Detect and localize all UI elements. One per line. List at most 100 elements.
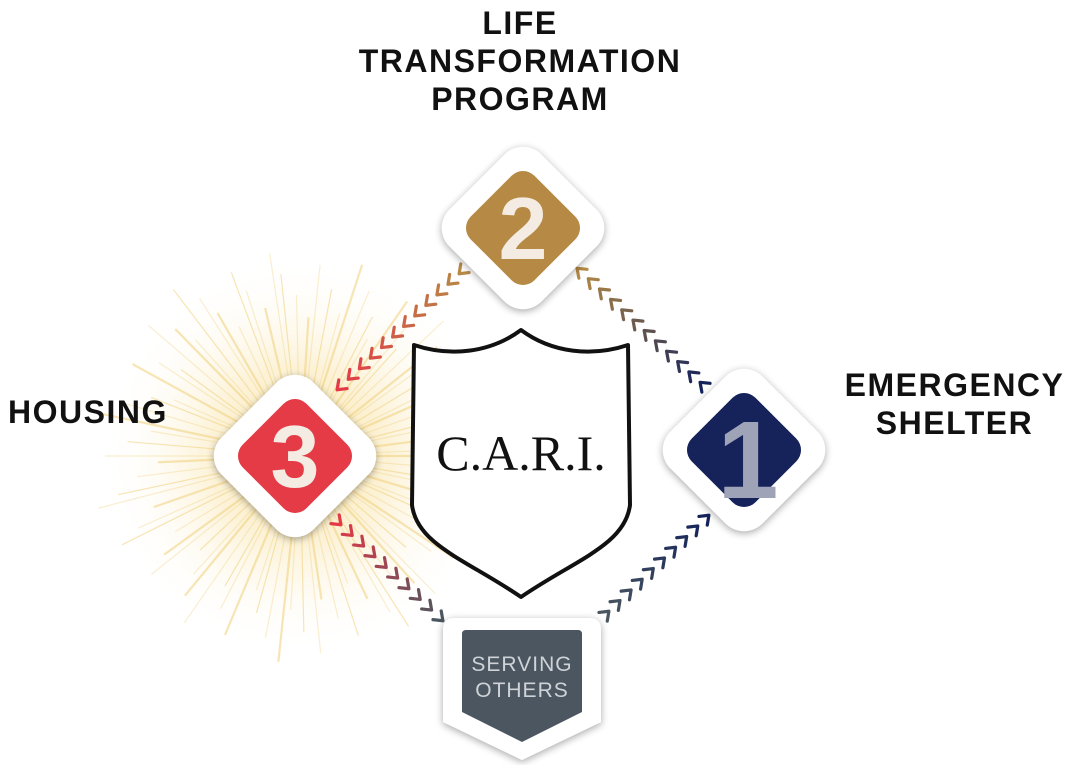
chevron-3-to-serving (386, 566, 400, 580)
serving-others-line-2: OTHERS (475, 679, 569, 702)
chevron-1-to-2 (575, 266, 589, 280)
burst-ray (174, 328, 263, 418)
chevron-2-to-3 (424, 293, 438, 307)
chevron-1-to-2 (597, 287, 612, 301)
chevron-3-to-serving (329, 513, 343, 527)
burst-ray (158, 362, 255, 427)
chevron-3-to-serving (420, 598, 434, 612)
chevron-3-to-serving (431, 609, 445, 623)
chevron-3-to-serving (397, 577, 411, 591)
label-emergency-line-2: SHELTER (875, 405, 1034, 441)
burst-ray (173, 289, 268, 413)
chevron-1-to-2 (620, 308, 634, 322)
cari-shield: C.A.R.I. (410, 328, 632, 599)
burst-ray (312, 509, 339, 619)
step-1-node: 1 (662, 368, 826, 532)
chevron-2-to-3 (335, 378, 349, 392)
label-life-line-1: LIFE (482, 5, 558, 41)
chevron-3-to-serving (408, 587, 422, 602)
burst-ray (132, 363, 253, 431)
label-emergency-shelter: EMERGENCY SHELTER (832, 366, 1077, 442)
chevron-serving-to-1 (652, 556, 667, 570)
burst-ray (184, 497, 266, 597)
burst-ray (223, 506, 280, 636)
burst-ray (216, 312, 274, 409)
chevron-3-to-serving (352, 534, 366, 548)
chevron-2-to-3 (368, 346, 382, 360)
chevron-3-to-serving (340, 523, 354, 538)
chevron-serving-to-1 (675, 534, 689, 548)
burst-ray (315, 264, 364, 405)
burst-ray (341, 491, 407, 548)
burst-ray (195, 339, 264, 416)
chevron-serving-to-1 (608, 598, 622, 612)
burst-ray (336, 348, 397, 416)
label-housing-text: HOUSING (8, 394, 168, 430)
step-2-node: 2 (441, 146, 605, 310)
burst-ray (148, 325, 259, 421)
chevron-2-to-3 (457, 262, 471, 276)
chevron-serving-to-1 (664, 545, 678, 559)
chevron-serving-to-1 (686, 524, 700, 538)
shield-text: C.A.R.I. (436, 425, 605, 481)
burst-ray (324, 316, 374, 408)
burst-ray (318, 507, 349, 584)
burst-ray (180, 369, 256, 425)
burst-ray (138, 477, 250, 529)
chevron-2-to-3 (446, 272, 460, 286)
chevron-2-to-3 (413, 304, 427, 318)
burst-ray (305, 510, 322, 653)
label-housing: HOUSING (8, 393, 188, 431)
step-2-number: 2 (499, 179, 548, 278)
burst-ray (220, 504, 276, 609)
burst-ray (193, 496, 264, 575)
burst-ray (230, 272, 282, 405)
chevron-2-to-3 (391, 325, 405, 339)
burst-ray (335, 496, 416, 584)
burst-ray (339, 320, 444, 419)
burst-ray (150, 489, 258, 575)
chevron-1-to-2 (687, 370, 701, 384)
burst-ray (326, 338, 369, 409)
burst-ray (316, 508, 359, 636)
chevron-serving-to-1 (619, 588, 633, 602)
chevron-2-to-3 (435, 283, 449, 297)
label-life-line-3: PROGRAM (431, 81, 609, 117)
chevron-3-to-serving (374, 555, 388, 570)
chevron-1-to-2 (642, 328, 656, 342)
burst-ray (338, 494, 436, 595)
step-1-number: 1 (717, 399, 778, 522)
serving-others-node: SERVING OTHERS (443, 618, 601, 760)
chevron-2-to-3 (379, 336, 394, 350)
burst-ray (344, 365, 425, 425)
label-life-transformation-program: LIFE TRANSFORMATION PROGRAM (320, 4, 720, 118)
chevron-serving-to-1 (641, 566, 655, 580)
burst-ray (326, 503, 391, 613)
chevron-serving-to-1 (697, 513, 711, 527)
chevron-2-to-3 (357, 357, 371, 371)
burst-ray (199, 493, 261, 551)
chevron-1-to-2 (698, 380, 712, 394)
burst-ray (345, 485, 455, 559)
chevron-serving-to-1 (630, 577, 644, 591)
chevron-1-to-2 (586, 277, 600, 291)
chevron-2-to-3 (402, 314, 416, 329)
chevron-1-to-2 (631, 318, 645, 332)
burst-ray (320, 290, 370, 406)
burst-ray (329, 502, 410, 627)
label-emergency-line-1: EMERGENCY (844, 367, 1065, 403)
burst-ray (121, 480, 252, 546)
burst-ray (344, 487, 432, 552)
chevron-1-to-2 (676, 359, 690, 374)
step-3-node: 3 (213, 374, 377, 538)
burst-ray (98, 469, 247, 509)
burst-ray (334, 327, 407, 414)
burst-ray (183, 500, 270, 624)
chevron-1-to-2 (653, 339, 667, 353)
chevron-serving-to-1 (597, 609, 611, 623)
step-3-number: 3 (271, 407, 320, 506)
label-life-line-2: TRANSFORMATION (358, 43, 682, 79)
cycle-arrows (329, 262, 712, 623)
chevron-2-to-3 (346, 367, 360, 381)
